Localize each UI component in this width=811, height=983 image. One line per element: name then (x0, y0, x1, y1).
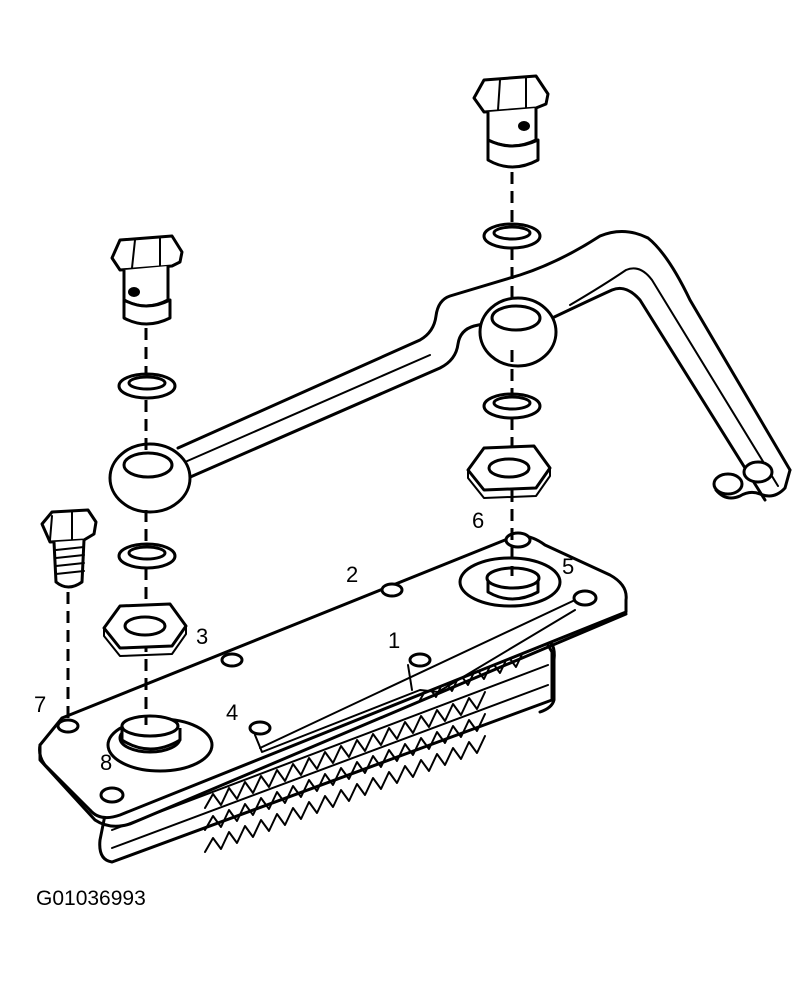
callout-3: 3 (196, 624, 208, 649)
callout-6: 6 (472, 508, 484, 533)
hex-nuts (102, 444, 552, 657)
plate-bolt-hole (380, 582, 404, 598)
rear-adapter-seal (485, 566, 541, 601)
sealing-washers (117, 222, 542, 570)
front-adapter-seal (118, 714, 182, 754)
plate-bolt-hole (99, 786, 125, 804)
oil-cooler-pipe (108, 230, 792, 514)
oil-cooler-plate (38, 531, 628, 828)
callout-8: 8 (100, 750, 112, 775)
callout-4: 4 (226, 700, 238, 725)
plate-bolt-hole (248, 720, 272, 736)
oil-cooler-core (98, 638, 556, 864)
plate-bolt-hole (408, 652, 432, 668)
callout-7: 7 (34, 692, 46, 717)
callout-2: 2 (346, 562, 358, 587)
mounting-bolt (40, 508, 98, 589)
callout-5: 5 (562, 554, 574, 579)
front-banjo-bolt (110, 234, 184, 326)
rear-banjo-bolt (472, 74, 550, 169)
plate-bolt-hole (572, 589, 598, 607)
callout-1: 1 (388, 628, 400, 653)
plate-bolt-hole (56, 718, 80, 734)
figure-id: G01036993 (36, 887, 146, 910)
plate-bolt-hole (504, 531, 532, 549)
plate-bolt-hole (220, 652, 244, 668)
